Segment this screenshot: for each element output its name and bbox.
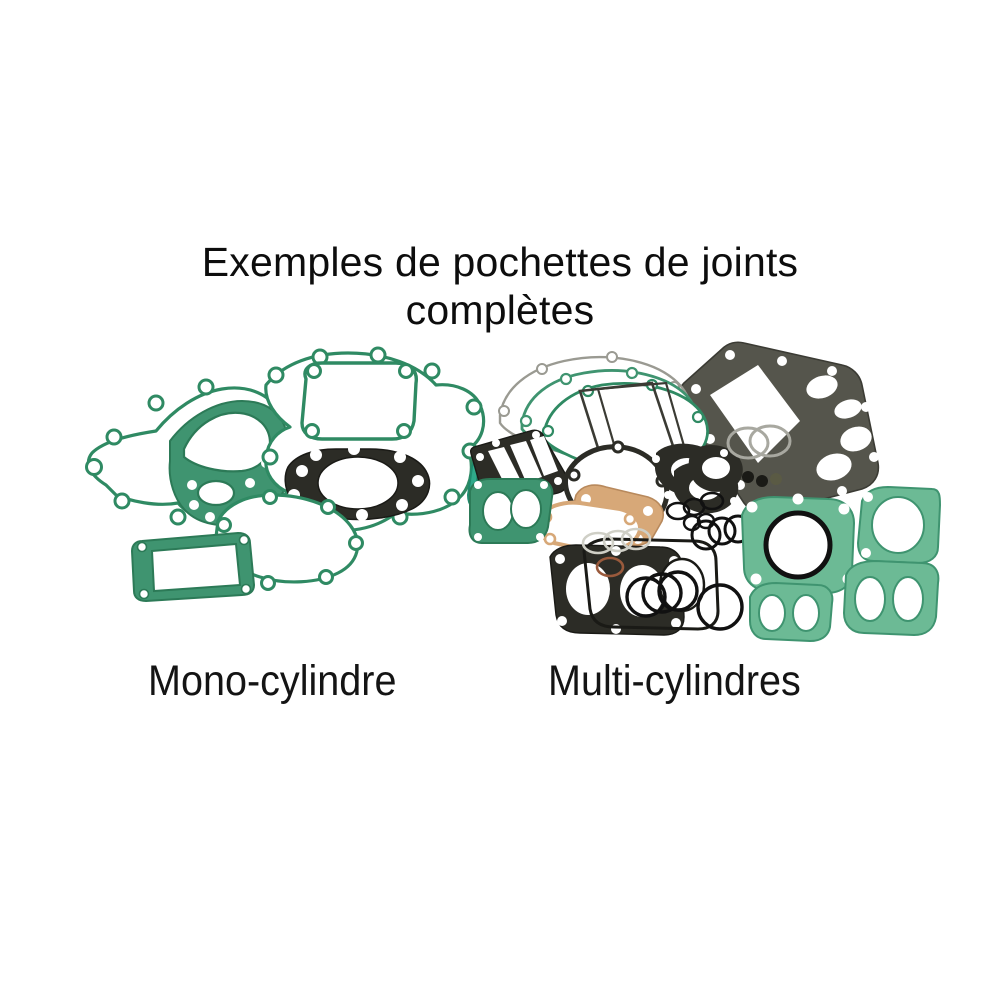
photo-mono-cylindre [70,345,538,635]
cylinder-base-gaskets-dark-multi [549,537,720,636]
cylinder-base-gasket-dark [284,443,431,521]
clutch-cover-gaskets-green-stack [498,351,709,480]
page-title-line-2: complètes [405,287,595,333]
caption-mono-cylindre: Mono-cylindre [148,657,397,705]
page-title-line-1: Exemples de pochettes de joints [201,239,799,285]
reed-block-gasket-rectangular [130,531,256,603]
cylinder-head-gasket [300,361,418,441]
o-rings-black [581,491,753,631]
caption-multi-cylindres: Multi-cylindres [548,657,801,705]
shim-washers-metal [726,424,792,460]
copper-sealing-ring [595,556,625,578]
photo-multi-cylindres [468,335,942,643]
page-title: Exemples de pochettes de joints complète… [0,238,1000,334]
cylinder-head-gaskets-green [740,485,942,643]
cylinder-head-gasket-green-small-left [468,478,554,544]
